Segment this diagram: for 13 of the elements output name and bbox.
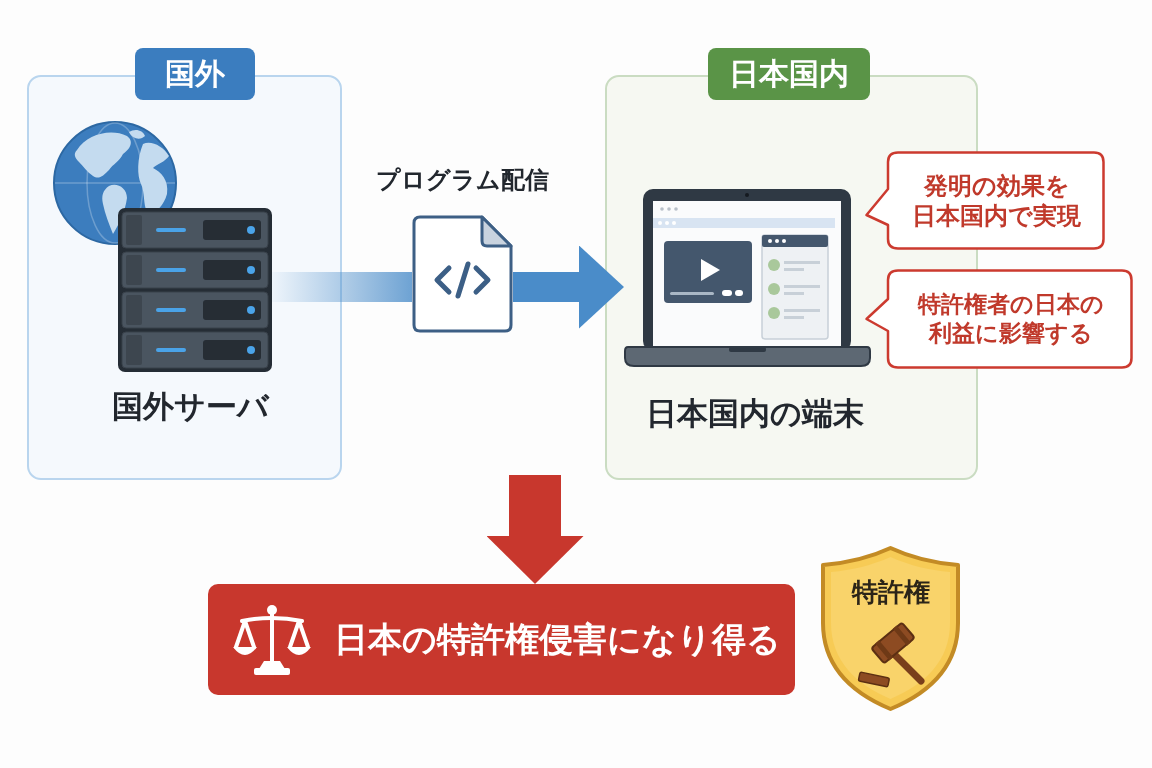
shield-label: 特許権: [851, 577, 930, 609]
result-banner: [208, 584, 795, 695]
gradient-connector: [272, 272, 412, 302]
device-label: 日本国内の端末: [646, 395, 864, 433]
callout-text: 特許権者の日本の利益に影響する: [917, 290, 1104, 348]
region-title: 国外: [135, 48, 255, 100]
result-text: 日本の特許権侵害になり得る: [334, 617, 781, 661]
block-arrow: [513, 245, 624, 329]
region-title: 日本国内: [708, 48, 870, 100]
block-arrow: [486, 475, 584, 584]
program-label: プログラム配信: [376, 166, 549, 195]
server-label: 国外サーバ: [111, 388, 269, 426]
callout-text: 発明の効果を日本国内で実現: [911, 170, 1082, 231]
